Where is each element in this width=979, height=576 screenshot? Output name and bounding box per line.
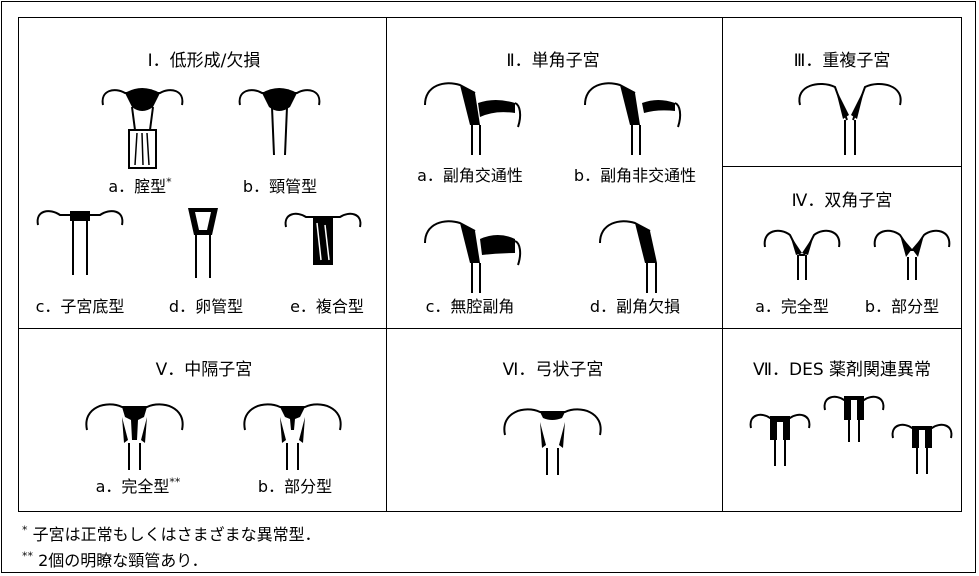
title-hypoplasia: Ⅰ．低形成/欠損 bbox=[147, 51, 261, 71]
label-noncommunicating: b．副角非交通性 bbox=[573, 166, 697, 185]
uterus-diagram-septate-complete bbox=[85, 403, 184, 470]
label-septate-complete: a．完全型** bbox=[95, 475, 181, 496]
uterus-diagram-des-3 bbox=[891, 423, 953, 474]
label-septate-partial: b．部分型 bbox=[257, 477, 333, 496]
uterus-diagram-noncavitary-horn bbox=[424, 220, 522, 293]
uterus-diagram-des-2 bbox=[823, 395, 885, 442]
uterus-diagram-combined bbox=[284, 212, 362, 265]
uterus-diagram-fundal bbox=[36, 210, 124, 275]
uterus-diagram-no-horn bbox=[599, 220, 657, 293]
uterus-diagram-vaginal bbox=[101, 88, 184, 169]
title-didelphys: Ⅲ．重複子宮 bbox=[793, 51, 891, 71]
title-unicornuate: Ⅱ．単角子宮 bbox=[506, 51, 600, 71]
uterus-diagram-arcuate bbox=[503, 408, 602, 475]
label-noncavitary: c．無腔副角 bbox=[425, 297, 515, 316]
uterus-diagram-tubal bbox=[188, 208, 218, 278]
title-septate: Ⅴ．中隔子宮 bbox=[155, 360, 253, 380]
title-arcuate: Ⅵ．弓状子宮 bbox=[502, 360, 604, 380]
title-des: Ⅶ．DES 薬剤関連異常 bbox=[752, 360, 932, 380]
label-tubal: d．卵管型 bbox=[168, 297, 244, 316]
uterus-diagram-bicornuate-complete bbox=[763, 229, 841, 280]
uterus-diagram-bicornuate-partial bbox=[873, 229, 951, 280]
label-vaginal: a．腟型* bbox=[108, 175, 172, 196]
label-combined: e．複合型 bbox=[290, 297, 364, 316]
label-fundal: c．子宮底型 bbox=[35, 297, 125, 316]
label-bicornuate-complete: a．完全型 bbox=[755, 297, 829, 316]
title-bicornuate: Ⅳ．双角子宮 bbox=[791, 191, 893, 211]
uterus-diagram-noncommunicating-horn bbox=[584, 82, 682, 155]
cell-des bbox=[722, 328, 962, 512]
uterus-diagram-communicating-horn bbox=[424, 82, 522, 155]
uterus-diagram-didelphys bbox=[798, 83, 902, 155]
footnote-2: ** 2個の明瞭な頸管あり． bbox=[22, 549, 208, 570]
uterus-diagram-cervical bbox=[238, 88, 321, 156]
label-cervical: b．頸管型 bbox=[242, 177, 318, 196]
label-communicating: a．副角交通性 bbox=[417, 166, 523, 185]
label-no-horn: d．副角欠損 bbox=[589, 297, 681, 316]
footnote-1: * 子宮は正常もしくはさまざまな異常型． bbox=[22, 523, 321, 544]
uterus-diagram-septate-partial bbox=[243, 403, 342, 470]
label-bicornuate-partial: b．部分型 bbox=[864, 297, 940, 316]
uterus-diagram-des-1 bbox=[749, 413, 811, 466]
